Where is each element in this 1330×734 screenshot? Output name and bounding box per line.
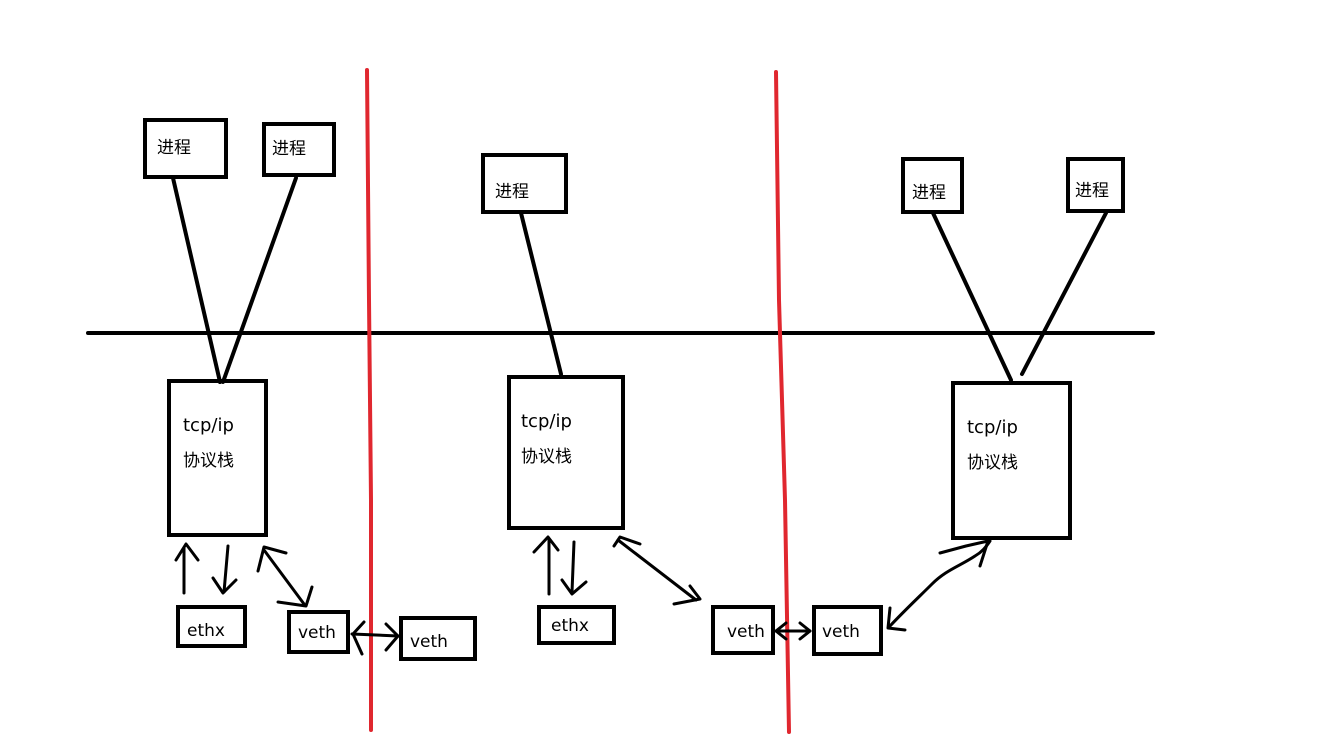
process-label: 进程 — [912, 183, 946, 203]
up-arrow — [174, 542, 200, 595]
down-arrow — [211, 544, 238, 595]
tcpip-stack-box: tcp/ip 协议栈 — [507, 375, 625, 530]
down-arrow — [560, 540, 588, 596]
stack-label-line2: 协议栈 — [967, 453, 1018, 473]
bidirectional-arrow — [256, 545, 314, 608]
process-link — [1020, 211, 1108, 376]
interface-label: veth — [727, 622, 765, 642]
veth-pair-link — [350, 620, 400, 656]
ethx-interface-box: ethx — [537, 605, 616, 645]
namespace-divider-left — [365, 68, 373, 732]
interface-label: veth — [410, 632, 448, 652]
veth-interface-box: veth — [812, 605, 883, 656]
process-label: 进程 — [157, 138, 191, 158]
process-label: 进程 — [272, 139, 306, 159]
stack-label-line2: 协议栈 — [521, 447, 572, 467]
up-arrow — [532, 535, 560, 596]
bidirectional-arrow — [612, 535, 702, 606]
process-label: 进程 — [1075, 181, 1109, 201]
veth-interface-box: veth — [399, 616, 477, 661]
process-box: 进程 — [143, 118, 228, 179]
interface-label: ethx — [187, 621, 225, 641]
stack-label-line1: tcp/ip — [183, 415, 234, 436]
veth-interface-box: veth — [287, 610, 350, 654]
tcpip-stack-box: tcp/ip 协议栈 — [167, 379, 268, 537]
bidirectional-arrow — [886, 539, 992, 632]
process-box: 进程 — [481, 153, 568, 214]
process-label: 进程 — [495, 182, 529, 202]
process-link — [221, 176, 298, 384]
process-box: 进程 — [901, 157, 964, 214]
interface-label: ethx — [551, 616, 589, 636]
process-box: 进程 — [262, 122, 336, 177]
stack-label-line1: tcp/ip — [521, 411, 572, 432]
veth-pair-link — [774, 621, 812, 641]
tcpip-stack-box: tcp/ip 协议栈 — [951, 381, 1072, 540]
stack-label-line1: tcp/ip — [967, 417, 1018, 438]
ethx-interface-box: ethx — [176, 605, 247, 648]
interface-label: veth — [298, 623, 336, 643]
veth-interface-box: veth — [711, 605, 775, 655]
interface-label: veth — [822, 622, 860, 642]
process-link — [519, 211, 563, 376]
process-link — [931, 211, 1013, 382]
process-box: 进程 — [1066, 157, 1125, 213]
process-link — [171, 176, 222, 384]
namespace-divider-right — [774, 70, 791, 734]
stack-label-line2: 协议栈 — [183, 451, 234, 471]
